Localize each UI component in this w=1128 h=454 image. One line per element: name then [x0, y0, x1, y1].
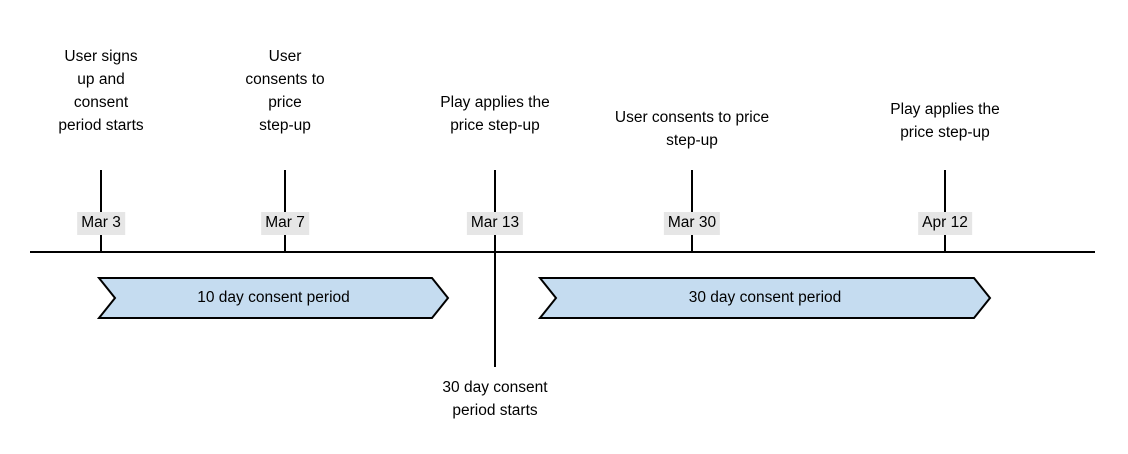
tick-mark-stepup-applied-2 [944, 170, 946, 253]
event-label-consent-10day: User consents to price step-up [245, 48, 325, 134]
connector-line-30-day-start [494, 251, 496, 367]
tick-mark-stepup-applied-1 [494, 170, 496, 253]
tick-mark-consent-30day [691, 170, 693, 253]
tick-mark-consent-10day [284, 170, 286, 253]
date-chip-mar-7: Mar 7 [261, 212, 309, 235]
event-label-stepup-applied-2: Play applies the price step-up [890, 101, 1000, 141]
timeline-axis [30, 251, 1095, 253]
date-chip-apr-12: Apr 12 [918, 212, 972, 235]
annotation-30-day-consent-period-starts: 30 day consent period starts [442, 379, 548, 419]
event-label-consent-30day: User consents to price step-up [614, 109, 770, 149]
consent-period-banner-10-day: 10 day consent period [99, 278, 448, 318]
date-chip-mar-3: Mar 3 [77, 212, 125, 235]
event-label-signup: User signs up and consent period starts [58, 48, 144, 134]
chevron-shape-icon [540, 278, 990, 318]
event-label-stepup-applied-1: Play applies the price step-up [440, 94, 550, 134]
date-chip-mar-13: Mar 13 [466, 212, 524, 235]
consent-period-banner-30-day: 30 day consent period [540, 278, 990, 318]
chevron-shape-icon [99, 278, 448, 318]
tick-mark-signup [100, 170, 102, 253]
date-chip-mar-30: Mar 30 [663, 212, 721, 235]
